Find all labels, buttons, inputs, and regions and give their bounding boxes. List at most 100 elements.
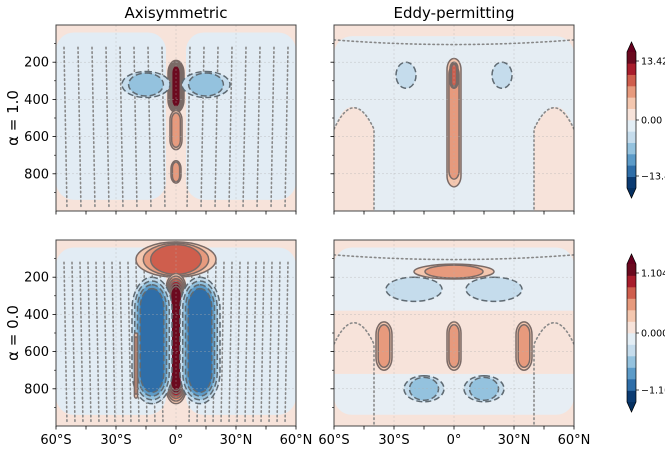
colorbar-swatch <box>627 131 636 143</box>
y-tick-label: 600 <box>24 130 49 145</box>
x-tick-label: 0° <box>447 433 462 448</box>
zero-contour <box>105 46 110 210</box>
zero-contour <box>270 46 275 210</box>
x-tick-label: 30°N <box>498 433 531 448</box>
panel-eddy-permitting-alpha-1 <box>330 24 575 215</box>
positive-anomaly <box>377 323 391 369</box>
colorbar-swatch <box>627 379 636 391</box>
y-tick-label: 400 <box>24 93 49 108</box>
zero-contour <box>79 261 84 425</box>
colorbar-swatch <box>627 298 636 311</box>
negative-anomaly <box>187 287 213 394</box>
zero-contour <box>334 107 375 210</box>
zero-contour <box>77 46 82 210</box>
zero-contour <box>71 261 76 425</box>
colorbar-swatch <box>627 86 636 98</box>
negative-anomaly <box>127 72 165 97</box>
zero-contour <box>103 261 108 425</box>
background-positive <box>534 106 574 211</box>
colorbar-tick-label: 0.00 <box>641 116 662 127</box>
colorbar-swatch <box>627 287 636 299</box>
colorbar-extend-min <box>627 402 636 412</box>
column-title-eddy-permitting: Eddy-permitting <box>394 4 515 22</box>
zero-contour <box>284 46 289 210</box>
x-tick-label: 60°N <box>280 433 313 448</box>
zero-contour <box>533 107 574 210</box>
x-tick-label: 60°N <box>558 433 591 448</box>
zero-contour <box>236 261 241 425</box>
zero-contour <box>244 261 249 425</box>
colorbar-swatch <box>627 142 636 155</box>
row-label-alpha-1: α = 1.0 <box>4 90 22 146</box>
colorbar-swatch <box>627 74 636 87</box>
plot-area <box>56 25 296 211</box>
colorbar-extend-min <box>627 188 636 198</box>
colorbar-swatch <box>627 310 636 322</box>
zero-contour <box>95 261 100 425</box>
y-tick-label: 800 <box>24 382 49 397</box>
x-tick-label: 30°S <box>378 433 409 448</box>
colorbar-top: 13.420.00−13.42 <box>626 41 665 199</box>
zero-contour <box>256 46 261 210</box>
zero-contour <box>91 46 96 210</box>
zero-contour <box>119 46 124 210</box>
colorbar-frame <box>626 253 637 413</box>
zero-contour <box>242 46 247 210</box>
colorbar-swatch <box>627 333 636 345</box>
y-tick-label: 200 <box>24 56 49 71</box>
zero-contour <box>161 46 166 210</box>
x-tick-label: 0° <box>169 433 184 448</box>
colorbar-swatch <box>627 52 636 64</box>
colorbar-tick-label: −1.104 <box>641 386 665 397</box>
zero-contour <box>252 261 257 425</box>
plot-area <box>334 240 574 426</box>
colorbar-tick-label: 1.104 <box>641 269 665 280</box>
colorbar-swatch <box>627 356 636 368</box>
colorbar-swatch <box>627 63 636 75</box>
zero-contour <box>63 261 68 425</box>
plot-area <box>334 25 574 211</box>
colorbar-swatch <box>627 108 636 121</box>
y-tick-label: 600 <box>24 345 49 360</box>
panel-eddy-permitting-alpha-0: 60°S 30°S 0° 30°N 60°N <box>318 239 591 448</box>
positive-anomaly <box>134 336 138 395</box>
colorbar-extend-max <box>627 254 636 264</box>
colorbar-swatch <box>627 321 636 334</box>
colorbar-swatch <box>627 176 636 189</box>
colorbar-swatch <box>627 154 636 166</box>
colorbar-swatch <box>627 120 636 132</box>
colorbar-frame <box>626 41 637 199</box>
negative-anomaly <box>395 61 417 89</box>
zero-contour <box>220 261 225 425</box>
colorbar-swatch <box>627 367 636 380</box>
zero-contour <box>284 261 289 425</box>
x-tick-label: 30°N <box>220 433 253 448</box>
colorbar-swatch <box>627 275 636 288</box>
zero-contour <box>260 261 265 425</box>
y-tick-label: 200 <box>24 271 49 286</box>
negative-anomaly <box>491 61 513 89</box>
colorbar-swatch <box>627 97 636 109</box>
zero-contour <box>334 322 375 425</box>
zero-contour <box>228 261 233 425</box>
colorbar-bottom: 1.1040.000−1.104 <box>626 253 665 413</box>
negative-anomaly <box>465 276 523 303</box>
zero-contour <box>228 46 233 210</box>
y-tick-label: 400 <box>24 308 49 323</box>
colorbar-tick-label: 13.42 <box>641 57 665 68</box>
zero-contour <box>533 322 574 425</box>
x-tick-label: 30°S <box>100 433 131 448</box>
positive-anomaly <box>517 323 531 369</box>
colorbar-extend-max <box>627 42 636 52</box>
column-title-axisymmetric: Axisymmetric <box>125 4 228 22</box>
negative-anomaly <box>187 72 225 97</box>
x-tick-label: 60°S <box>318 433 349 448</box>
colorbar-swatch <box>627 390 636 403</box>
row-label-alpha-0: α = 0.0 <box>4 305 22 361</box>
background-positive <box>334 106 374 211</box>
zero-contour <box>87 261 92 425</box>
zero-contour <box>268 261 273 425</box>
zero-contour <box>111 261 116 425</box>
